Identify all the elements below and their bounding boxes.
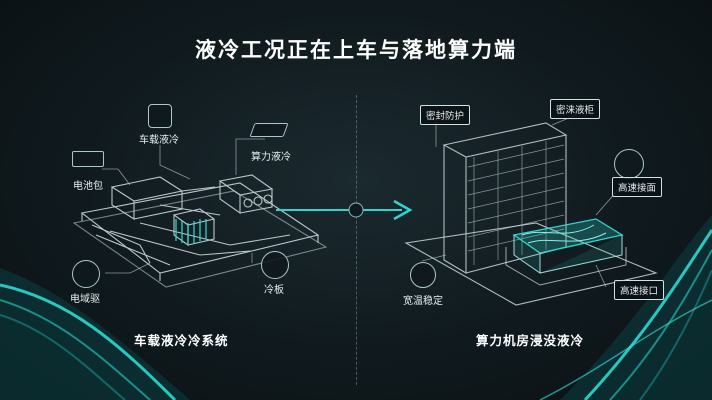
label-electric-drive: 电域驱 <box>70 294 100 305</box>
label-seal-protection: 密封防护 <box>420 105 471 125</box>
label-vehicle-liquid-cooling: 车载液冷 <box>139 135 179 146</box>
electric-drive-icon <box>72 260 100 288</box>
gear-icon <box>261 251 289 279</box>
label-sealed-cabinet: 密涞液柜 <box>550 99 601 119</box>
label-compute-liquid-cooling: 算力液冷 <box>251 152 291 163</box>
right-caption: 算力机房浸没液冷 <box>476 333 585 348</box>
label-battery-pack: 电池包 <box>73 181 103 192</box>
label-wide-stable: 宽温稳定 <box>403 296 443 307</box>
datacenter-illustration <box>404 107 658 306</box>
battery-icon <box>72 151 104 167</box>
page-title: 液冷工况正在上车与落地算力端 <box>195 38 517 62</box>
arrow-right-icon <box>276 199 413 221</box>
compute-module-icon <box>249 123 289 137</box>
vehicle-liquid-cooling-icon <box>148 104 172 128</box>
label-high-speed-port: 高速接口 <box>614 280 665 300</box>
center-divider <box>356 95 357 385</box>
vehicle-cooling-illustration <box>72 138 328 288</box>
label-cold-plate: 冷板 <box>264 285 284 296</box>
shield-icon <box>614 149 644 179</box>
label-high-speed-interface: 高速接面 <box>612 177 663 197</box>
left-caption: 车载液冷冷系统 <box>134 333 229 348</box>
temperature-icon <box>410 262 436 288</box>
